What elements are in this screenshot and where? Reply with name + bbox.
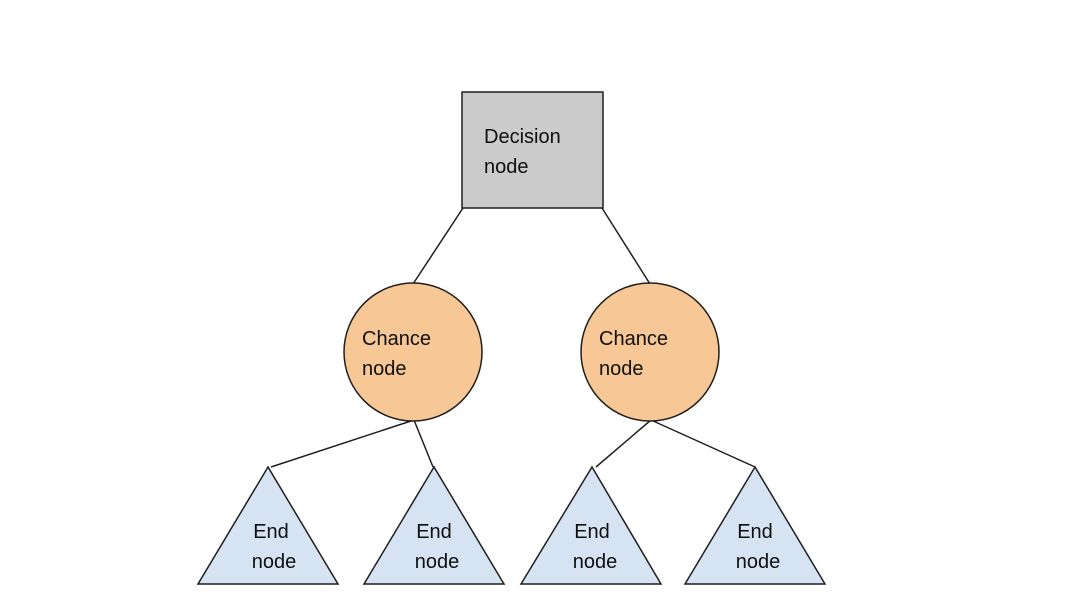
chance-node-left-label-line2: node [362,358,407,380]
chance-node-left-label-line1: Chance [362,328,431,350]
edge-chance-left-to-end-1 [270,419,415,468]
end-node-2-label-line1: End [416,521,452,543]
end-node-4-shape [683,465,827,585]
edge-chance-right-to-end-4 [650,419,756,468]
end-node-2-label-line2: node [415,551,460,573]
end-node-4-label-line1: End [737,521,773,543]
end-node-3-label-line2: node [573,551,618,573]
decision-node-label-line2: node [484,156,529,178]
end-node-1-label-line2: node [252,551,297,573]
end-node-2-shape [362,465,506,585]
end-node-4-label-line2: node [736,551,781,573]
end-node-1: End node [196,465,340,585]
end-node-1-shape [196,465,340,585]
end-node-3: End node [519,465,663,585]
edge-decision-to-chance-left [412,207,464,285]
chance-node-right-shape [580,282,720,422]
edge-chance-left-to-end-2 [413,419,434,468]
end-node-2: End node [362,465,506,585]
end-node-3-shape [519,465,663,585]
chance-node-right-label-line1: Chance [599,328,668,350]
decision-node: Decision node [461,91,604,209]
chance-node-right: Chance node [580,282,720,422]
edge-decision-to-chance-right [601,207,651,285]
chance-node-left: Chance node [343,282,483,422]
chance-node-right-label-line2: node [599,358,644,380]
end-node-1-label-line1: End [253,521,289,543]
chance-node-left-shape [343,282,483,422]
decision-node-shape [461,91,604,209]
end-node-4: End node [683,465,827,585]
decision-node-label-line1: Decision [484,126,561,148]
edge-chance-right-to-end-3 [595,419,652,468]
end-node-3-label-line1: End [574,521,610,543]
